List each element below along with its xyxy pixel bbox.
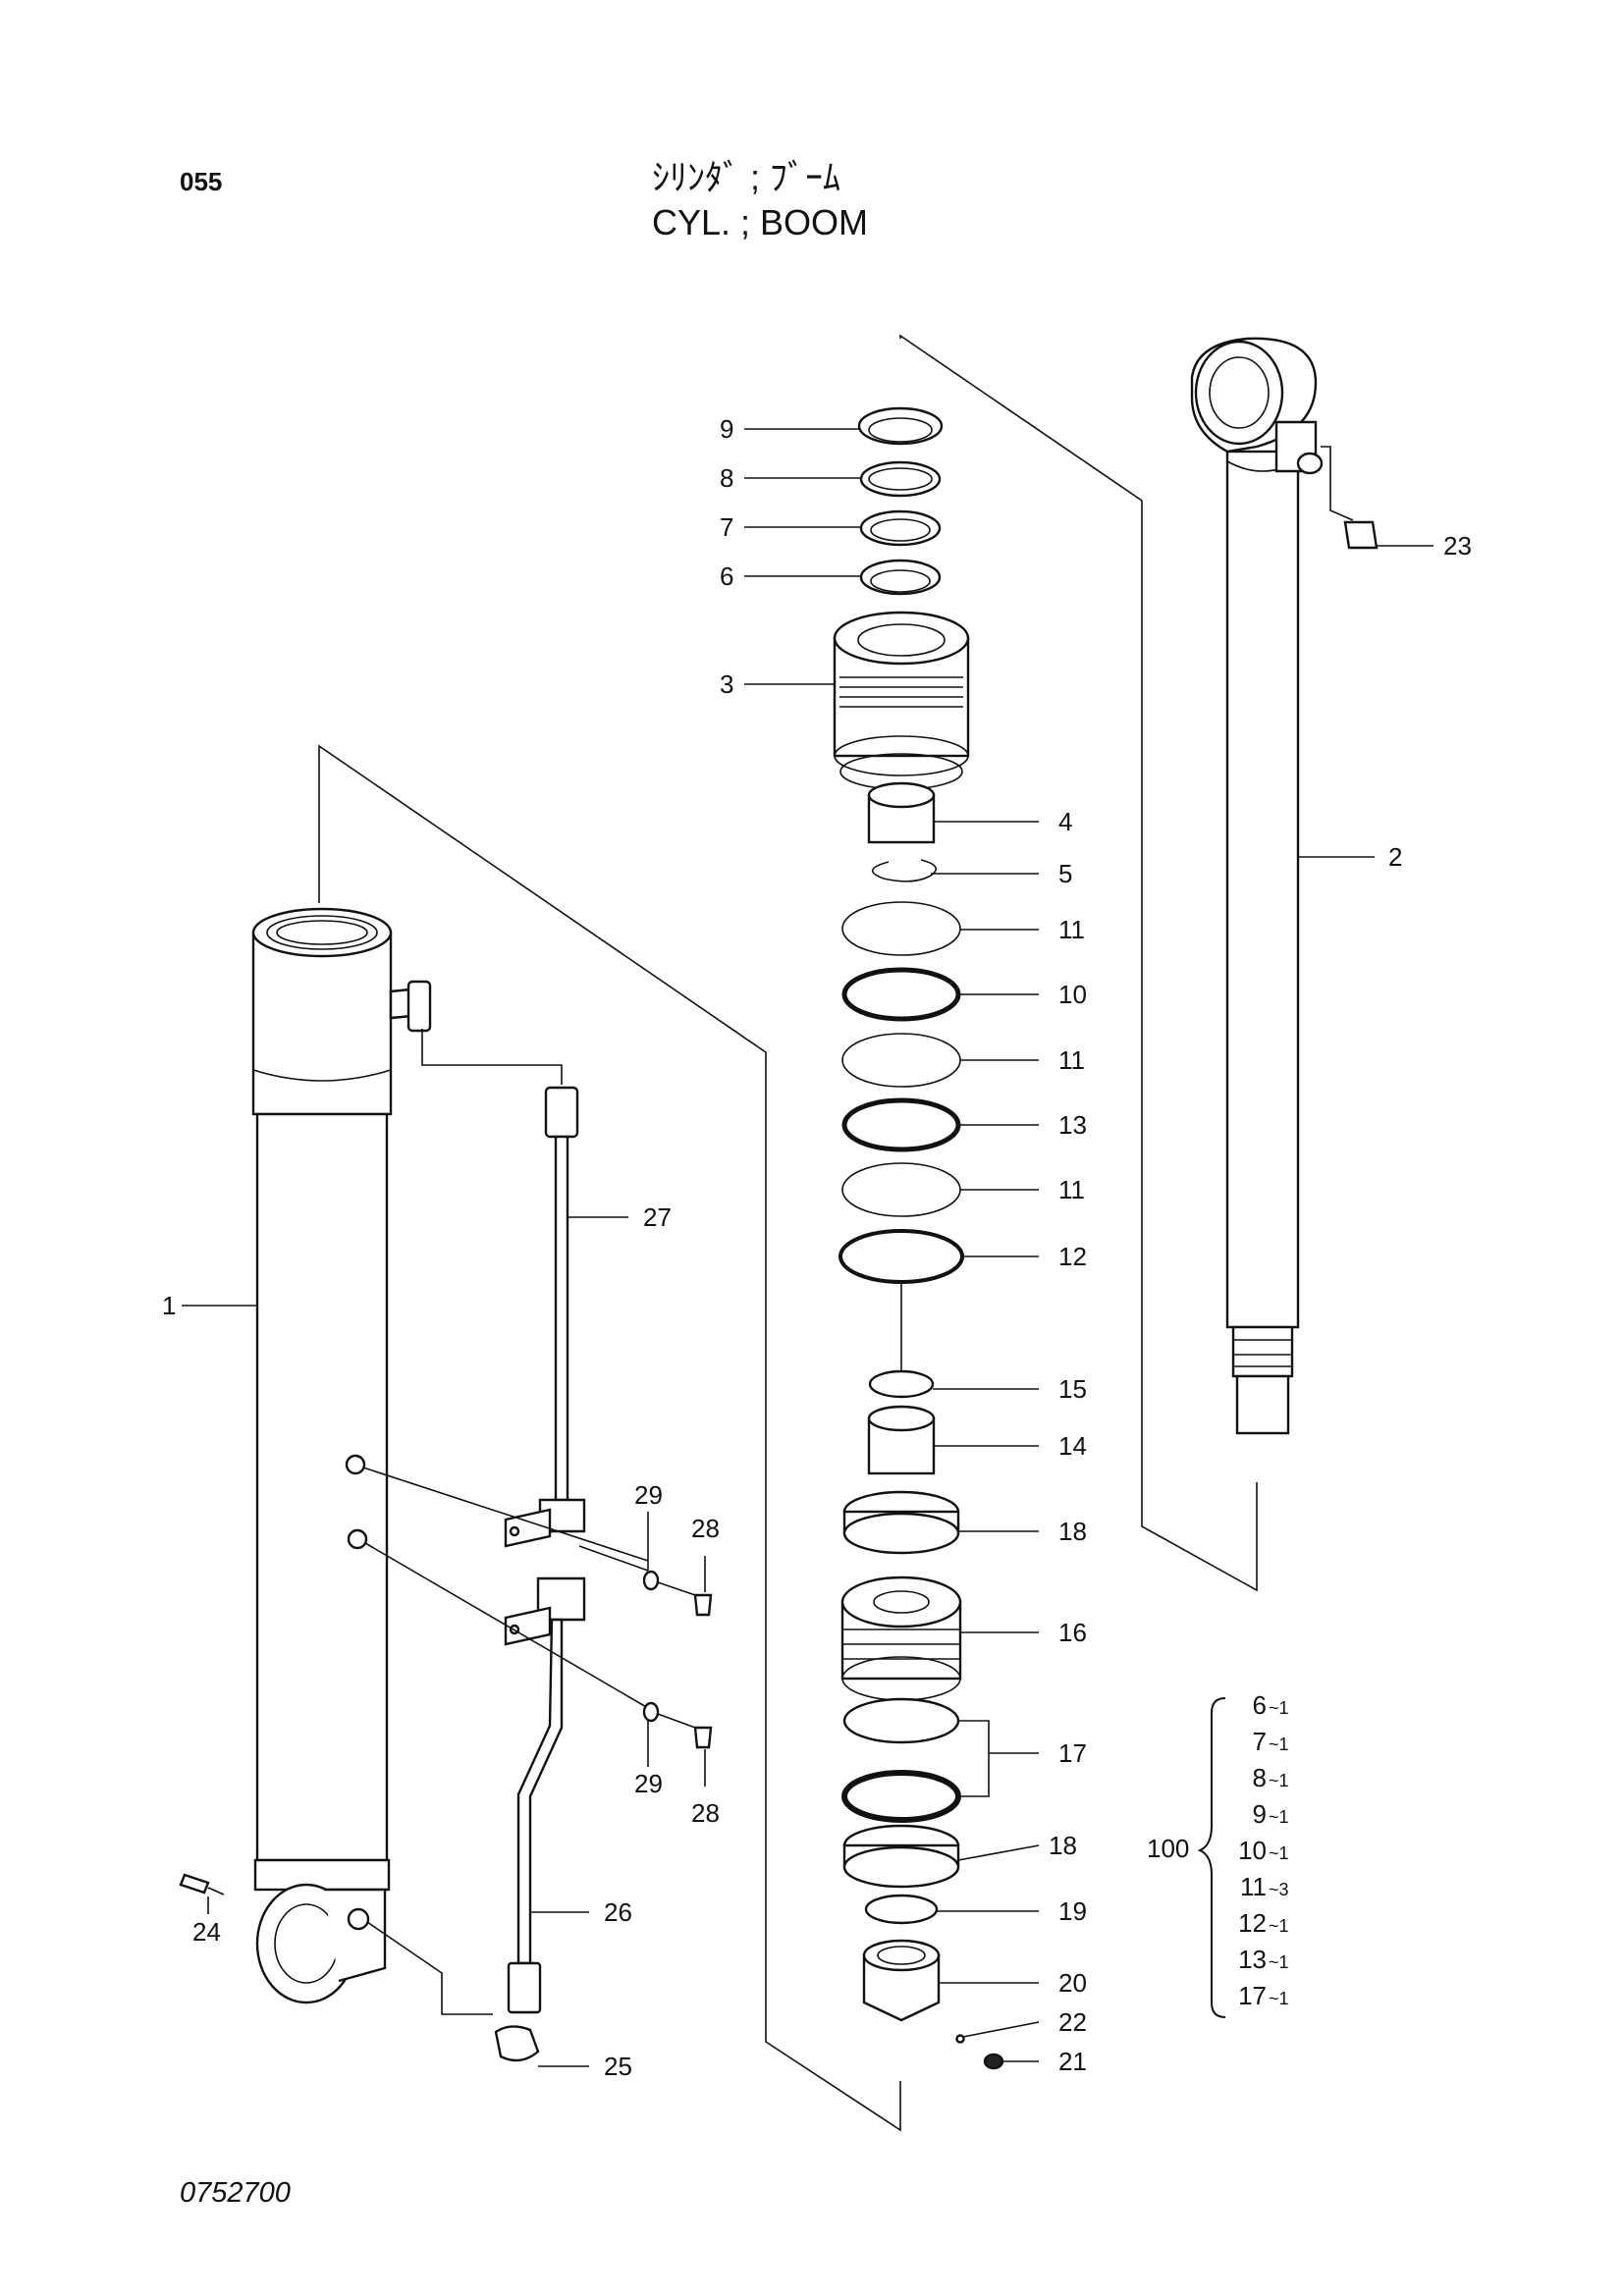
kit-item-quantity: ~1 — [1269, 1771, 1289, 1790]
kit-item-quantity: ~1 — [1269, 1735, 1289, 1754]
seal-kit-list: 100 6~17~18~19~110~111~312~113~117~1 — [1147, 1690, 1289, 2018]
gland-parts — [833, 406, 1004, 2070]
callout-18-lower: 18 — [1049, 1831, 1077, 1860]
callout-labels: 9 8 7 6 3 4 5 11 10 11 13 11 12 15 14 18… — [162, 414, 1472, 2081]
callout-11-top: 11 — [1058, 915, 1085, 944]
kit-item-part: 10 — [1238, 1836, 1267, 1865]
kit-item-part: 7 — [1253, 1727, 1267, 1756]
callout-21: 21 — [1058, 2047, 1087, 2076]
title-english: CYL. ; BOOM — [652, 202, 869, 242]
callout-1: 1 — [162, 1291, 176, 1320]
kit-item-quantity: ~1 — [1269, 1843, 1289, 1863]
kit-item-quantity: ~3 — [1269, 1880, 1289, 1899]
callout-29-lower: 29 — [634, 1769, 663, 1798]
callout-10: 10 — [1058, 980, 1087, 1009]
callout-16: 16 — [1058, 1618, 1087, 1647]
kit-item-part: 13 — [1238, 1945, 1267, 1974]
callout-11-bottom: 11 — [1058, 1175, 1085, 1204]
callout-2: 2 — [1388, 842, 1402, 872]
callout-18-upper: 18 — [1058, 1517, 1087, 1546]
leader-lines — [182, 428, 1434, 2067]
callout-8: 8 — [720, 463, 733, 493]
callout-3: 3 — [720, 669, 733, 699]
callout-28-lower: 28 — [691, 1798, 720, 1828]
callout-7: 7 — [720, 512, 733, 542]
page-code: 055 — [180, 167, 223, 196]
projection-lines — [318, 334, 1258, 2132]
callout-5: 5 — [1058, 859, 1072, 888]
kit-item-part: 6 — [1253, 1690, 1267, 1720]
callout-6: 6 — [720, 561, 733, 591]
callout-28-upper: 28 — [691, 1514, 720, 1543]
kit-item-quantity: ~1 — [1269, 1698, 1289, 1718]
callout-25: 25 — [604, 2052, 632, 2081]
piston-rod — [1190, 337, 1324, 1435]
drawing-number: 0752700 — [180, 2177, 291, 2209]
callout-14: 14 — [1058, 1431, 1087, 1461]
cylinder-tube — [251, 907, 432, 2004]
pipe-assemblies — [179, 446, 1379, 2062]
kit-item-part: 17 — [1238, 1981, 1267, 2010]
callout-29-upper: 29 — [634, 1480, 663, 1510]
kit-item-quantity: ~1 — [1269, 1916, 1289, 1936]
callout-20: 20 — [1058, 1968, 1087, 1998]
callout-26: 26 — [604, 1897, 632, 1927]
kit-item-quantity: ~1 — [1269, 1989, 1289, 2008]
kit-item-part: 11 — [1240, 1872, 1267, 1901]
kit-item-part: 12 — [1238, 1908, 1267, 1938]
title-japanese: ｼﾘﾝﾀﾞ ; ﾌﾞｰﾑ — [652, 157, 841, 197]
kit-item-part: 9 — [1253, 1799, 1267, 1829]
callout-15: 15 — [1058, 1374, 1087, 1404]
kit-item-part: 8 — [1253, 1763, 1267, 1792]
kit-item-quantity: ~1 — [1269, 1807, 1289, 1827]
kit-item-quantity: ~1 — [1269, 1952, 1289, 1972]
callout-13: 13 — [1058, 1110, 1087, 1140]
callout-4: 4 — [1058, 807, 1072, 836]
callout-12: 12 — [1058, 1242, 1087, 1271]
kit-number: 100 — [1147, 1834, 1189, 1863]
callout-27: 27 — [643, 1202, 672, 1232]
callout-9: 9 — [720, 414, 733, 444]
callout-17: 17 — [1058, 1738, 1087, 1768]
callout-23: 23 — [1443, 531, 1472, 561]
callout-11-middle: 11 — [1058, 1045, 1085, 1075]
callout-24: 24 — [192, 1917, 221, 1947]
callout-22: 22 — [1058, 2007, 1087, 2037]
callout-19: 19 — [1058, 1896, 1087, 1926]
